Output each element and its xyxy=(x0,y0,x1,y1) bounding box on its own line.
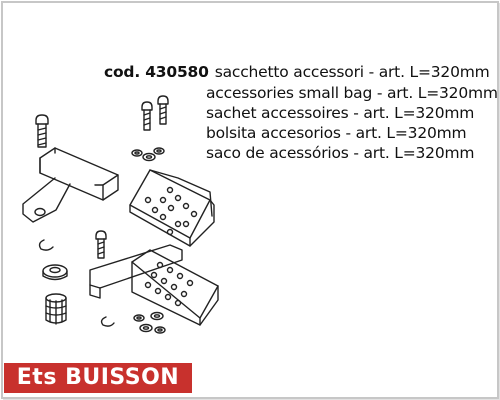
knurled-sleeve-illustration xyxy=(45,293,67,325)
circlip-lower-illustration xyxy=(100,316,115,327)
circlip-illustration xyxy=(38,239,54,251)
description-en: accessories small bag - art. L=320mm xyxy=(206,84,498,102)
arm-bracket-left-illustration xyxy=(22,147,119,223)
bolt-left-illustration xyxy=(35,114,49,148)
description-es: bolsita accesorios - art. L=320mm xyxy=(206,124,467,142)
perforated-plate-upper-illustration xyxy=(129,169,215,247)
nut-illustration xyxy=(42,264,68,281)
description-fr: sachet accessoires - art. L=320mm xyxy=(206,104,475,122)
description-it: sacchetto accessori - art. L=320mm xyxy=(214,63,490,81)
product-code: cod. 430580 xyxy=(104,63,209,81)
bolts-top-illustration xyxy=(141,95,169,131)
description-pt: saco de acessórios - art. L=320mm xyxy=(206,144,475,162)
bolt-middle-illustration xyxy=(95,230,107,259)
brand-logo: Ets BUISSON xyxy=(4,363,192,393)
perforated-plate-lower-illustration xyxy=(89,244,219,326)
washers-lower-illustration xyxy=(133,311,166,334)
product-code-line: cod. 430580 sacchetto accessori - art. L=… xyxy=(104,63,490,81)
washers-top-illustration xyxy=(131,147,165,162)
